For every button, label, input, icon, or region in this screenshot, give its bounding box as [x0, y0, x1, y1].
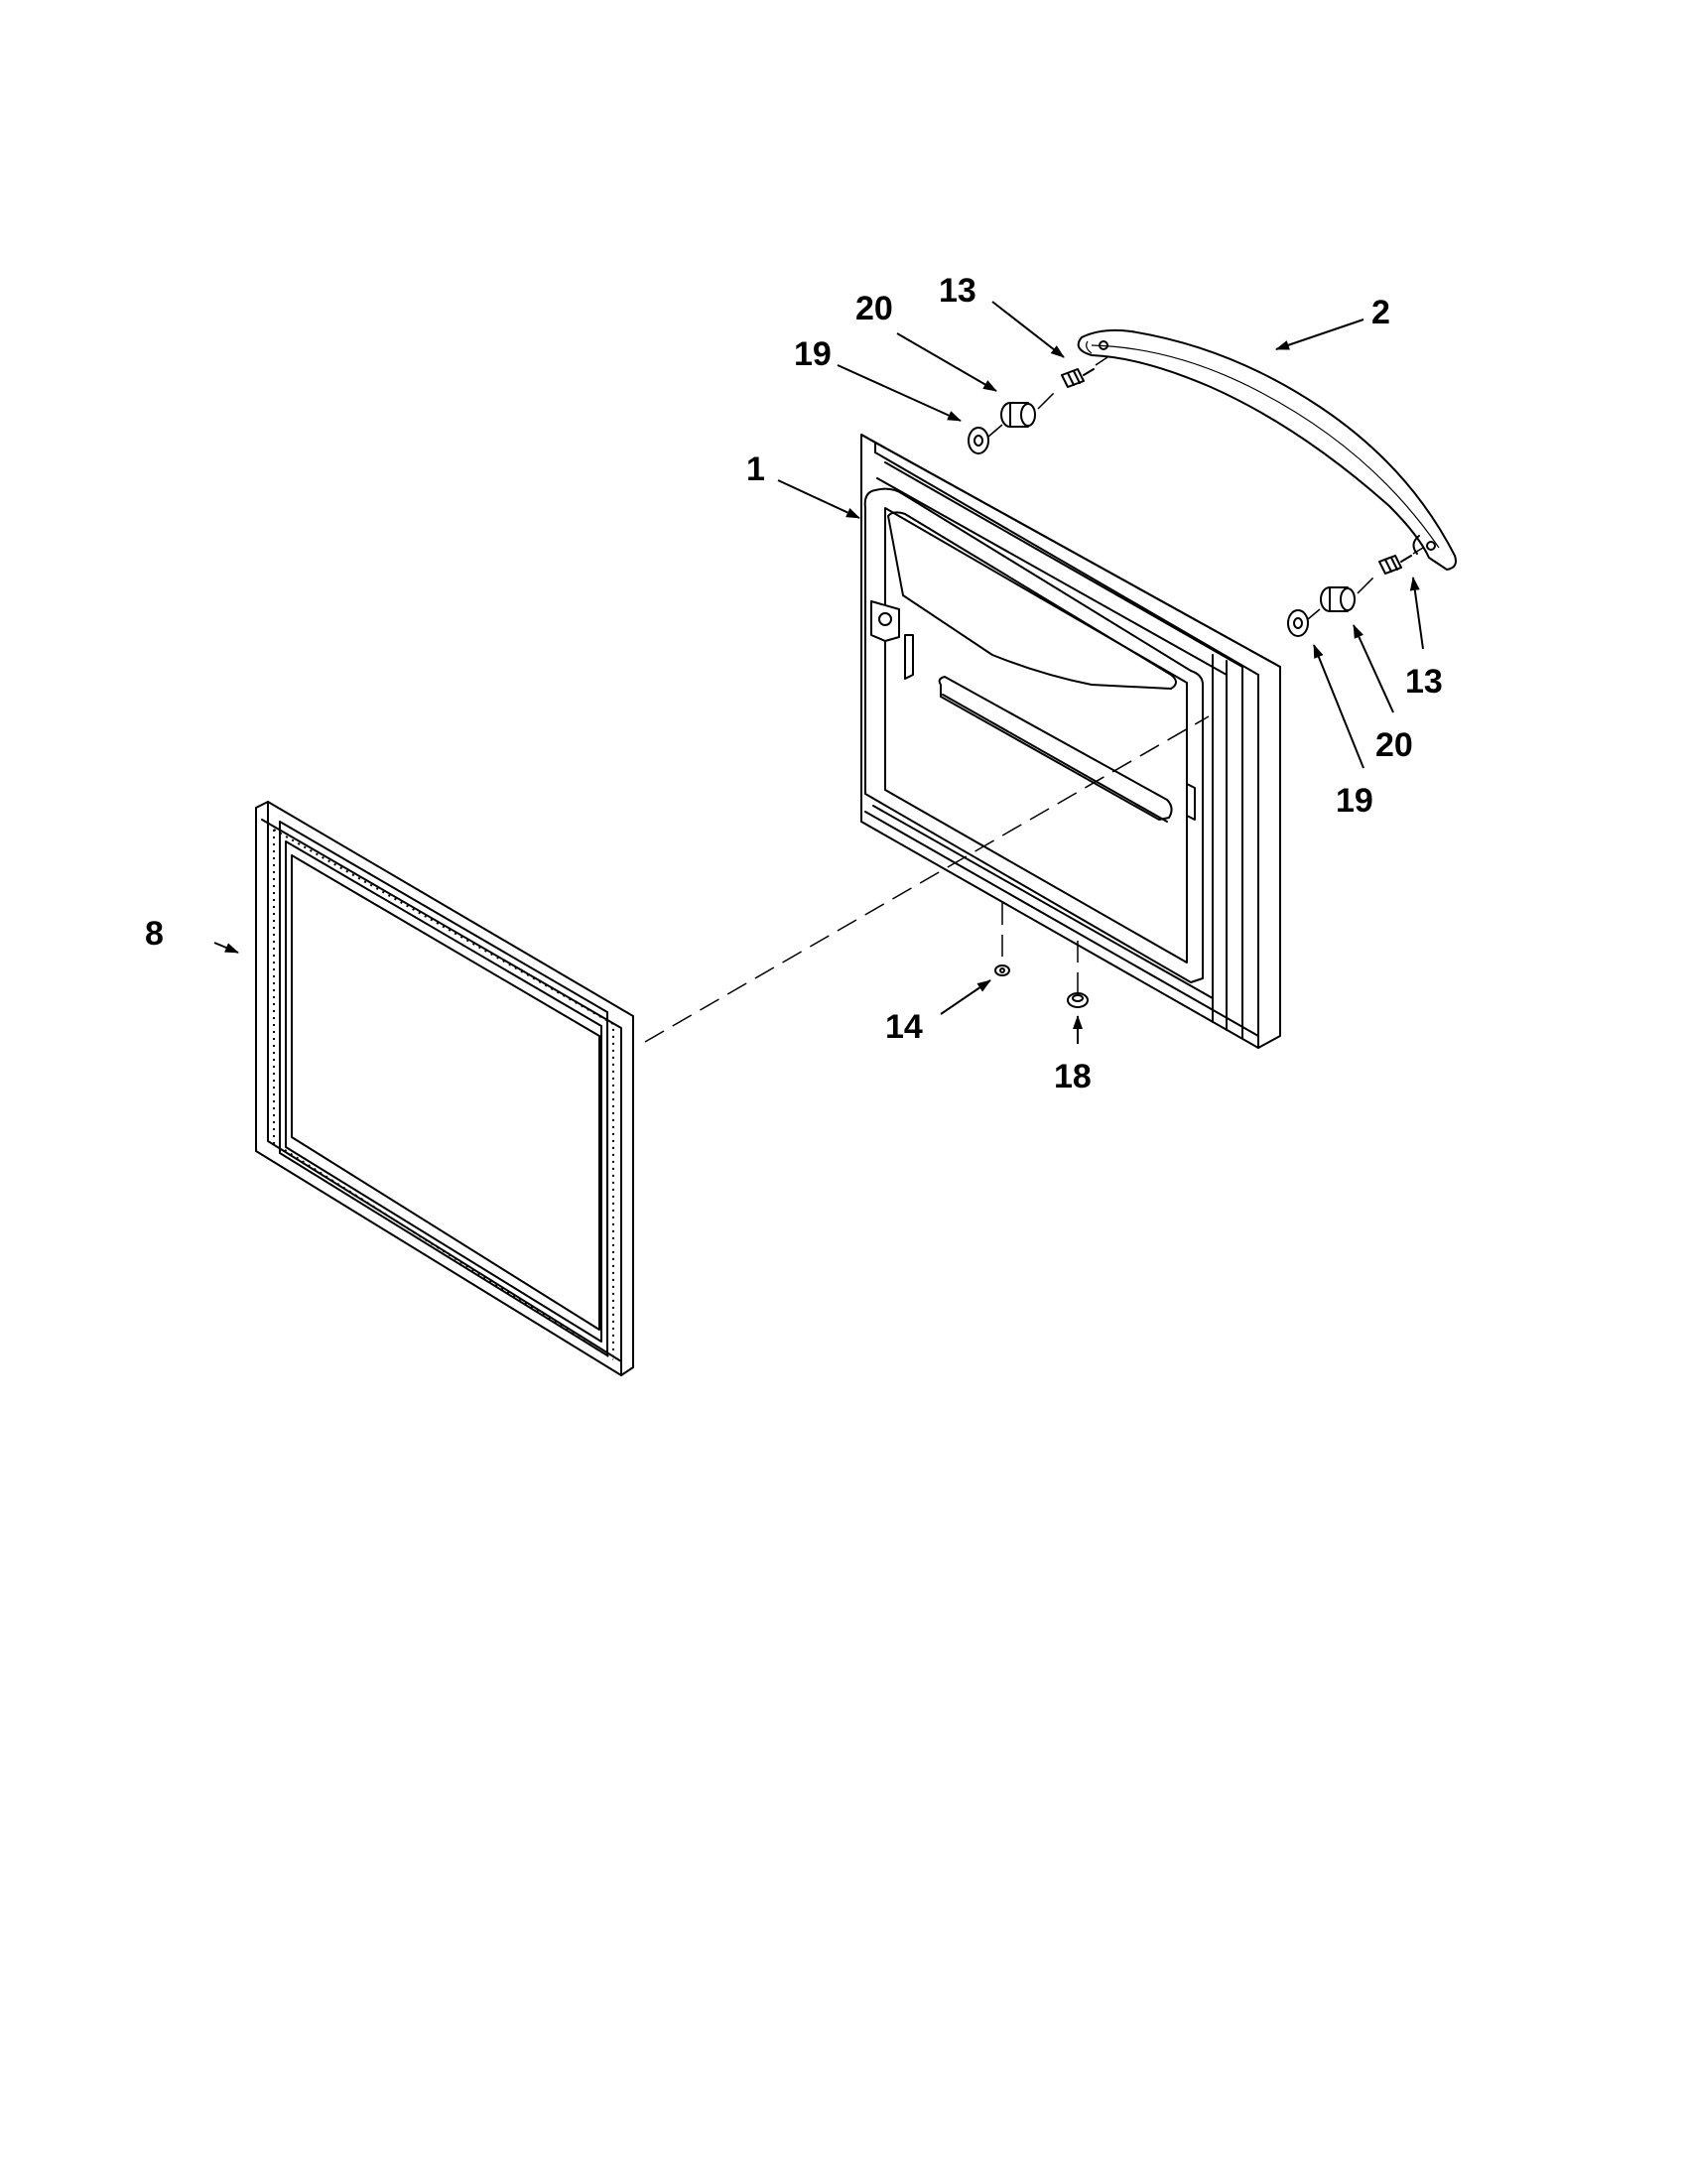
leader-lines	[213, 301, 1424, 1044]
freezer-door	[860, 434, 1281, 1049]
door-gasket	[255, 801, 634, 1376]
nut	[994, 964, 1010, 976]
callout-washer-bottom: 19	[1336, 782, 1373, 820]
door-handle	[1077, 328, 1457, 571]
callout-gasket: 8	[145, 915, 164, 953]
callout-screw-top: 13	[939, 272, 976, 310]
plug	[1067, 992, 1089, 1008]
callout-nut: 14	[885, 1008, 923, 1046]
spacer-top	[1000, 402, 1036, 428]
callout-door: 1	[746, 450, 765, 488]
callout-spacer-top: 20	[855, 290, 893, 327]
washer-bottom	[1287, 609, 1309, 637]
screw-top	[1061, 368, 1095, 388]
callout-plug: 18	[1054, 1058, 1092, 1095]
callout-spacer-bottom: 20	[1375, 726, 1413, 764]
screw-bottom	[1378, 555, 1412, 575]
callout-screw-bottom: 13	[1405, 663, 1443, 701]
washer-top	[968, 427, 989, 454]
callout-handle: 2	[1371, 294, 1390, 331]
spacer-bottom	[1320, 586, 1356, 612]
callout-washer-top: 19	[794, 335, 832, 373]
